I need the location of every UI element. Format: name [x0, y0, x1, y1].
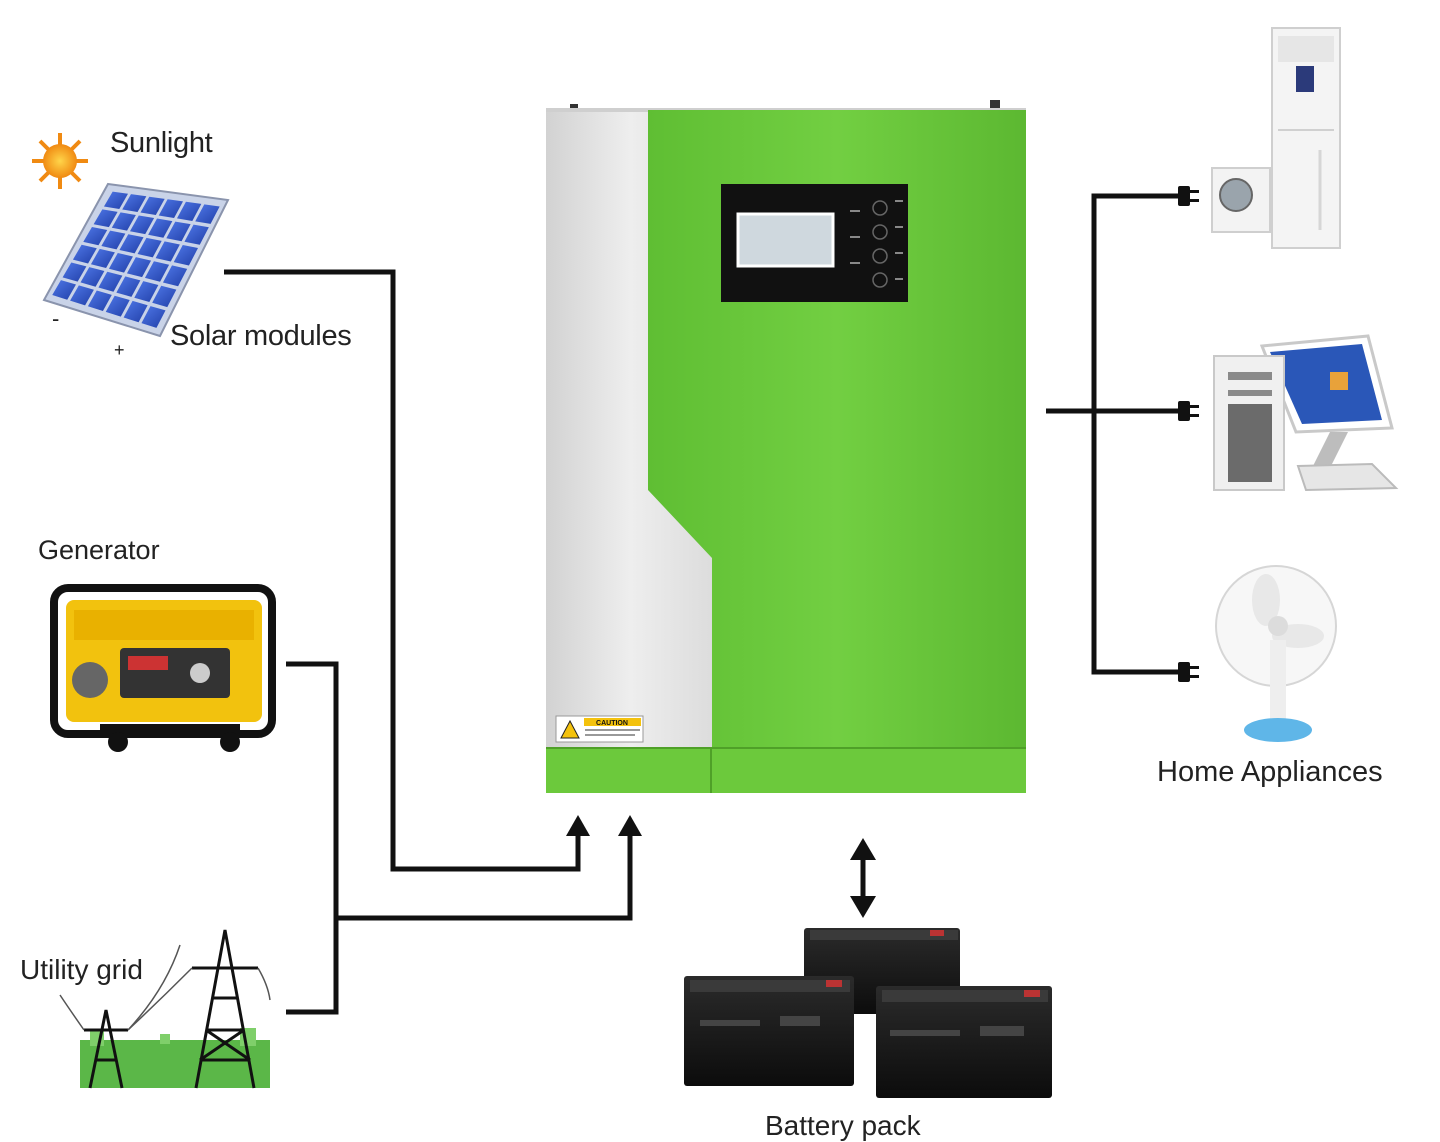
solar-cell	[83, 227, 108, 246]
solar-cell	[111, 212, 136, 231]
solar-plus: +	[114, 340, 125, 360]
battery-arrow-down	[850, 896, 876, 918]
solar-cell	[80, 267, 105, 287]
home-appliances-label: Home Appliances	[1157, 756, 1383, 788]
solar-arrowhead	[566, 815, 590, 836]
solar-cell	[87, 290, 112, 312]
inverter-icon: CAUTION	[546, 100, 1026, 793]
solar-cell	[173, 245, 199, 266]
inverter-base	[546, 748, 1026, 793]
plug-icon	[1178, 401, 1199, 421]
solar-cell	[93, 209, 118, 228]
solar-wire	[224, 269, 581, 872]
solar-cell	[116, 276, 141, 297]
solar-cell	[155, 241, 180, 262]
lcd-screen	[736, 212, 835, 268]
solar-cell	[148, 218, 173, 238]
utility-grid-label: Utility grid	[20, 954, 143, 985]
fan-icon	[1215, 565, 1337, 742]
solar-cell	[176, 201, 202, 221]
battery-pack-label: Battery pack	[765, 1110, 921, 1141]
solar-cell	[72, 244, 97, 264]
sunlight-label: Sunlight	[110, 127, 213, 159]
solar-cell	[122, 194, 147, 212]
solar-cell	[52, 280, 76, 300]
battery-icon	[876, 986, 1052, 1098]
solar-cell	[62, 262, 87, 282]
utility-grid-icon	[59, 929, 271, 1089]
air-conditioner-icon	[1271, 27, 1341, 249]
computer-icon	[1213, 334, 1399, 492]
solar-cell	[134, 281, 159, 302]
solar-cell	[108, 252, 133, 273]
solar-cell	[166, 221, 191, 242]
plug-icon	[1178, 186, 1199, 206]
solar-cell	[105, 295, 130, 317]
solar-cell	[126, 257, 152, 278]
solar-cell	[141, 306, 166, 328]
solar-cell	[152, 285, 177, 308]
solar-cell	[195, 204, 220, 224]
plug-icons	[1178, 186, 1199, 682]
generator-icon	[50, 584, 276, 752]
solar-cell	[162, 265, 188, 287]
solar-cells	[52, 191, 220, 328]
load-bus	[1091, 193, 1182, 675]
caution-text: CAUTION	[596, 720, 628, 727]
control-buttons	[872, 200, 888, 288]
solar-modules-label: Solar modules	[170, 320, 352, 352]
solar-panel-icon: - +	[42, 182, 230, 360]
solar-cell	[184, 224, 209, 245]
plug-icon	[1178, 662, 1199, 682]
battery-arrow-up	[850, 838, 876, 860]
solar-cell	[90, 248, 115, 269]
solar-cell	[123, 300, 148, 323]
generator-label: Generator	[38, 535, 160, 565]
solar-cell	[103, 191, 129, 210]
wires	[224, 193, 1182, 1015]
battery-pack-icon	[684, 928, 1052, 1098]
caution-label: CAUTION	[555, 715, 644, 743]
solar-cell	[98, 271, 123, 292]
solar-cell	[144, 261, 170, 282]
washing-machine-icon	[1211, 167, 1271, 233]
solar-cell	[119, 234, 144, 254]
grid-arrowhead	[618, 815, 642, 836]
solar-cell	[137, 237, 162, 258]
generator-wire	[286, 661, 339, 1015]
solar-minus: -	[52, 306, 59, 331]
battery-icon	[684, 976, 854, 1086]
solar-cell	[158, 199, 184, 218]
arrowheads	[566, 815, 876, 918]
sun-icon	[32, 133, 88, 189]
grid-wire	[336, 832, 633, 921]
solar-cell	[70, 285, 94, 306]
solar-cell	[101, 230, 126, 250]
solar-cell	[129, 215, 155, 235]
solar-cell	[140, 196, 165, 215]
